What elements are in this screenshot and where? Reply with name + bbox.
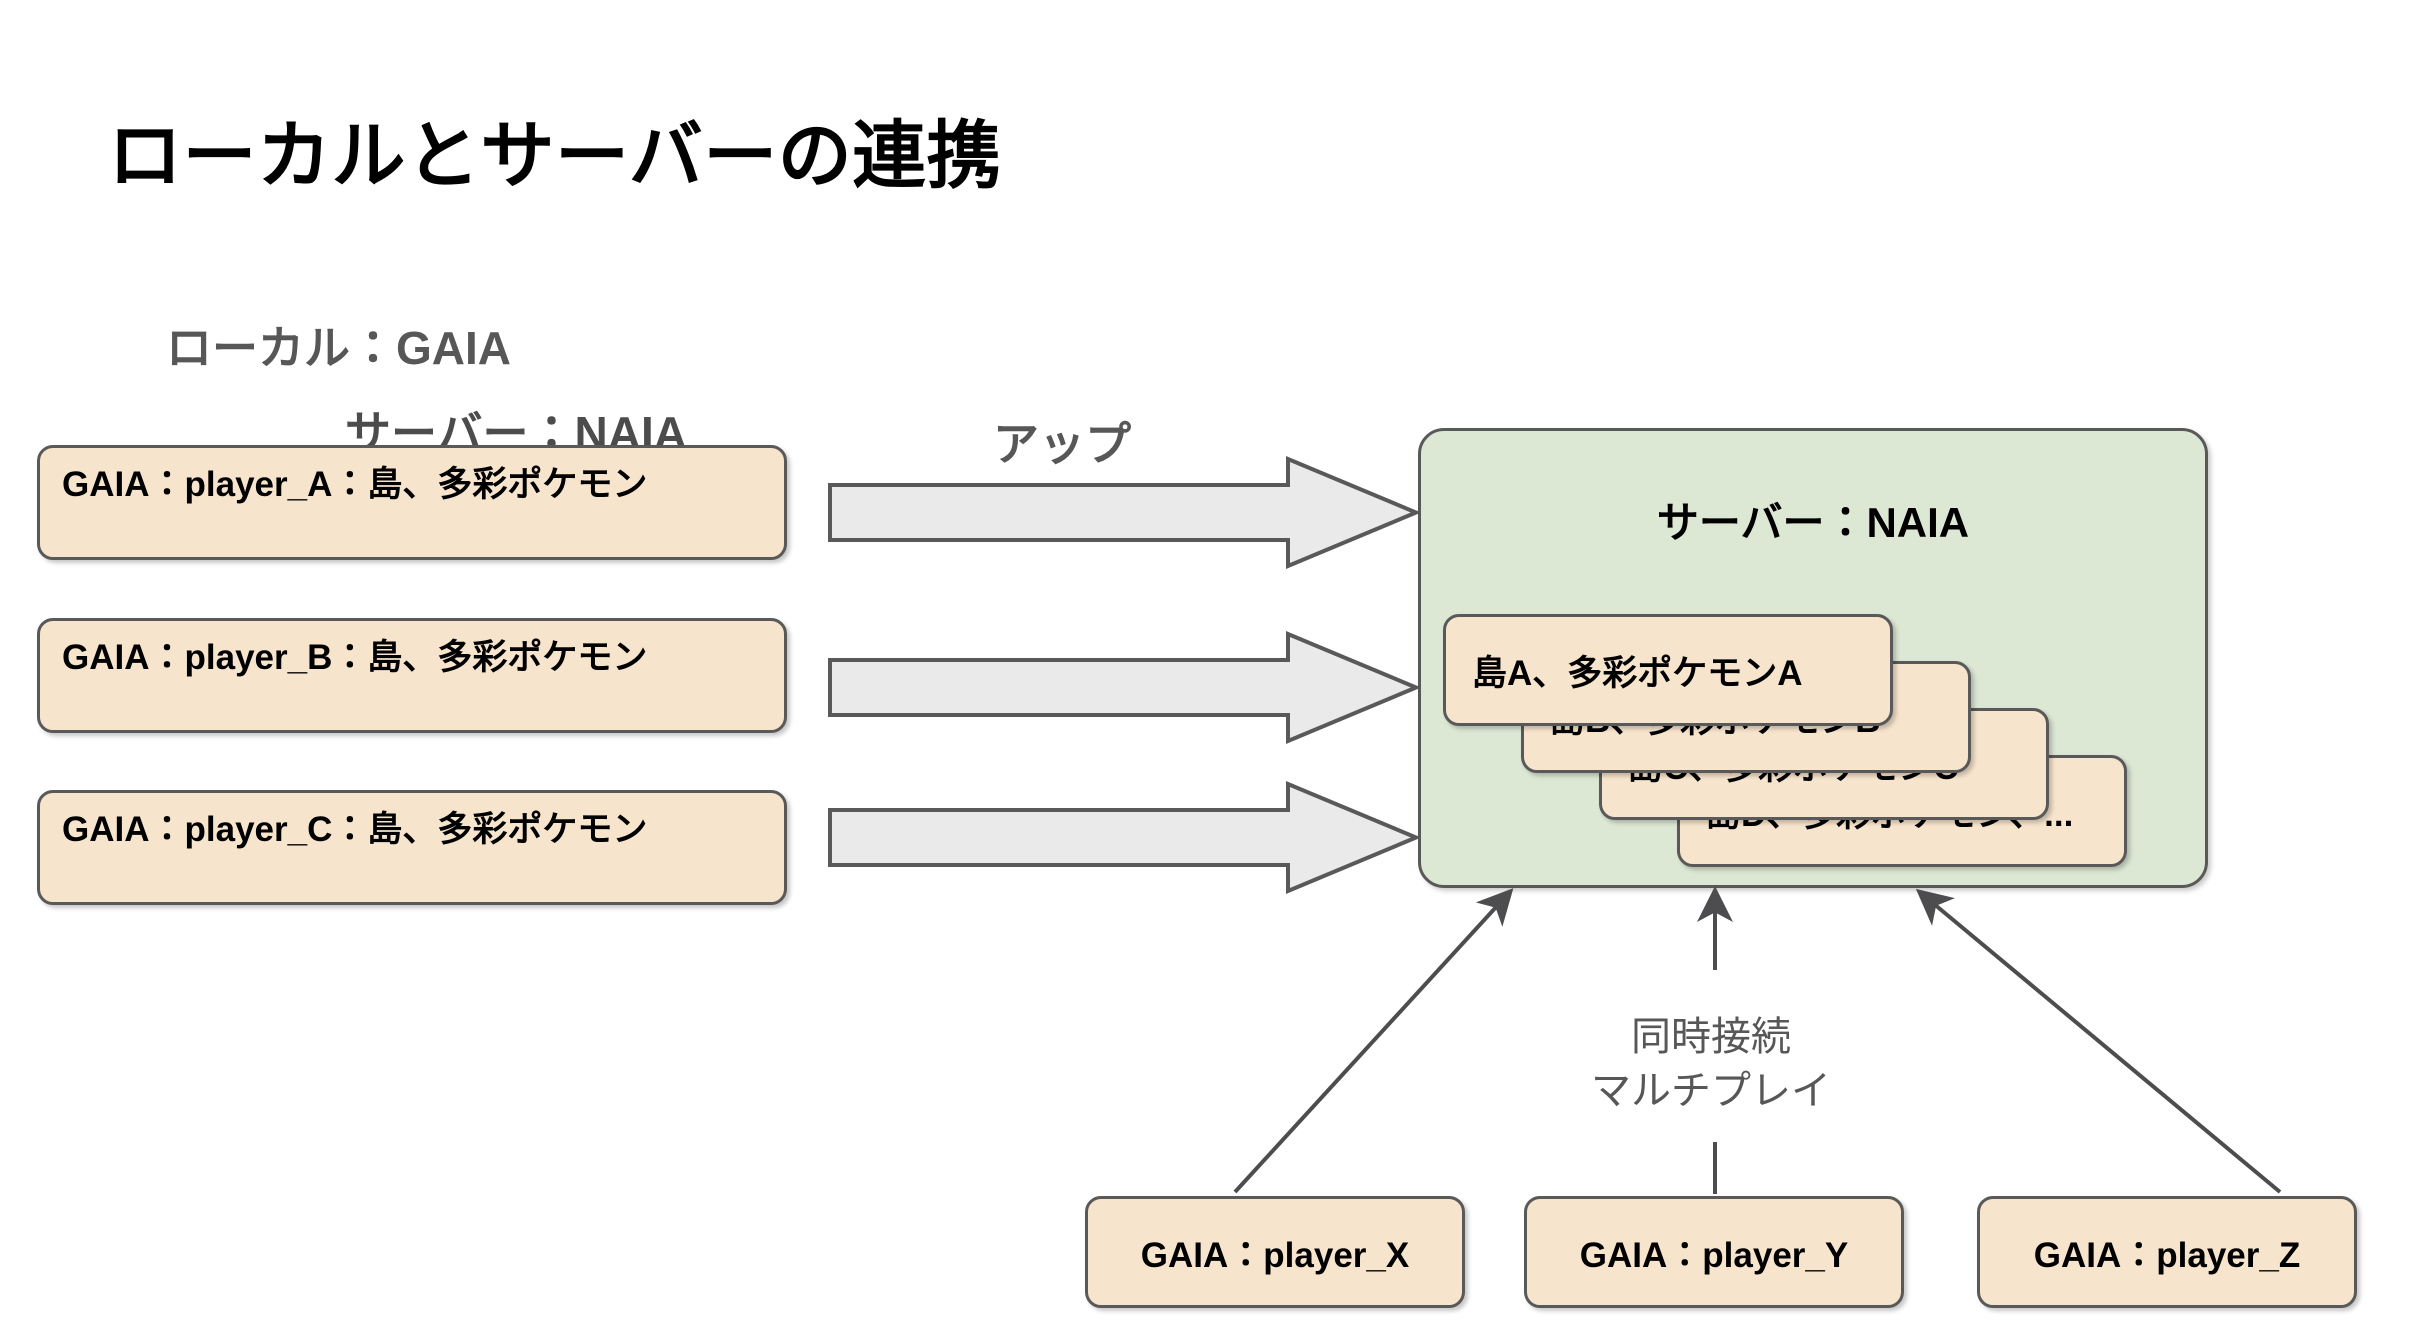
caption-local: ローカル：GAIA bbox=[166, 322, 511, 374]
upload-block-arrow-a bbox=[828, 455, 1418, 570]
local-node-player-b[interactable]: GAIA：player_B：島、多彩ポケモン bbox=[37, 618, 787, 733]
connection-caption: 同時接続 マルチプレイ bbox=[1546, 1010, 1876, 1118]
upload-label: アップ bbox=[993, 418, 1131, 470]
player-node-x[interactable]: GAIA：player_X bbox=[1085, 1196, 1465, 1308]
player-node-z[interactable]: GAIA：player_Z bbox=[1977, 1196, 2357, 1308]
connection-caption-line2: マルチプレイ bbox=[1591, 1069, 1831, 1113]
server-panel-title: サーバー：NAIA bbox=[1656, 499, 1970, 546]
player-node-y[interactable]: GAIA：player_Y bbox=[1524, 1196, 1904, 1308]
local-node-player-c[interactable]: GAIA：player_C：島、多彩ポケモン bbox=[37, 790, 787, 905]
upload-block-arrow-b bbox=[828, 630, 1418, 745]
connection-caption-line1: 同時接続 bbox=[1631, 1015, 1791, 1059]
page-title: ローカルとサーバーの連携 bbox=[108, 114, 1002, 197]
multiplayer-connector-arrows bbox=[1150, 880, 2380, 1210]
server-island-card-a[interactable]: 島A、多彩ポケモンA bbox=[1443, 614, 1893, 726]
server-panel[interactable]: サーバー：NAIA 島D、多彩ポケモン、... 島C、多彩ポケモンC 島B、多彩… bbox=[1418, 428, 2208, 888]
upload-block-arrow-c bbox=[828, 780, 1418, 895]
local-node-player-a[interactable]: GAIA：player_A：島、多彩ポケモン bbox=[37, 445, 787, 560]
